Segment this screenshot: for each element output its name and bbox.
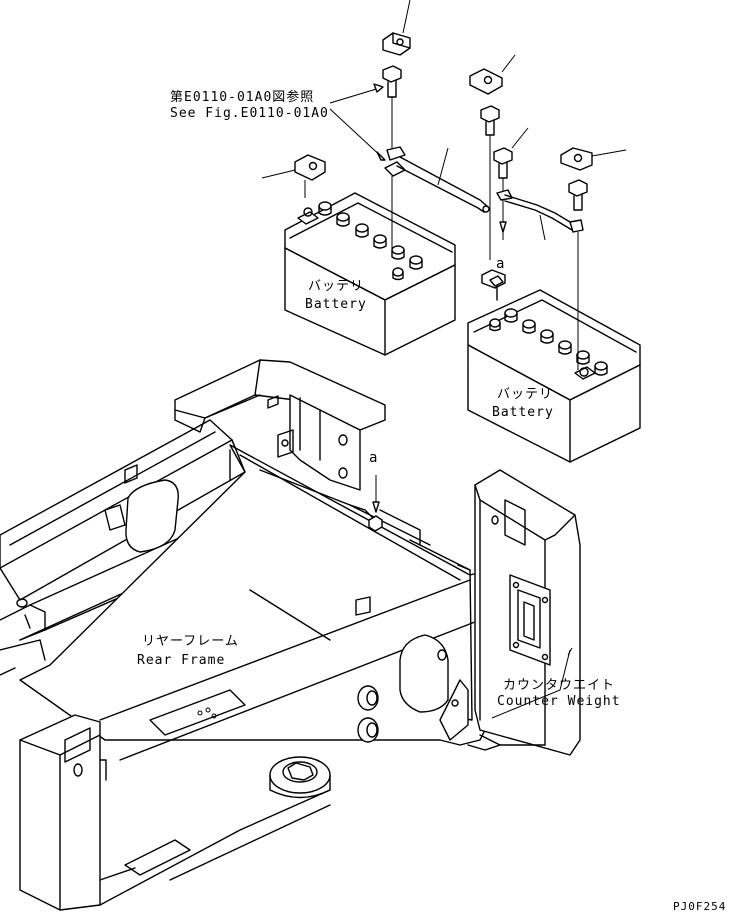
battery-2-label-en: Battery bbox=[492, 405, 554, 420]
reference-label-en: See Fig.E0110-01A0 bbox=[170, 106, 329, 121]
reference-label-jp: 第E0110-01A0図参照 bbox=[170, 89, 314, 105]
labels: 第E0110-01A0図参照 See Fig.E0110-01A0 バッテリ B… bbox=[137, 89, 726, 913]
drawing-code: PJ0F254 bbox=[673, 900, 726, 913]
callout-a-cable: a bbox=[496, 256, 505, 272]
battery-1-label-en: Battery bbox=[305, 297, 367, 312]
battery-2 bbox=[467, 289, 641, 463]
rear-frame-label-jp: リヤーフレーム bbox=[142, 634, 239, 649]
battery-1-label-jp: バッテリ bbox=[308, 279, 364, 294]
rear-frame-label-en: Rear Frame bbox=[137, 653, 225, 668]
rear-frame bbox=[0, 359, 496, 911]
battery-2-label-jp: バッテリ bbox=[497, 387, 553, 402]
cables-and-hardware bbox=[261, 0, 627, 719]
battery-2-caps bbox=[504, 308, 608, 376]
counterweight bbox=[467, 469, 581, 756]
counterweight-label-en: Counter Weight bbox=[497, 694, 621, 709]
callout-a-frame: a bbox=[369, 450, 378, 466]
counterweight-label-jp: カウンタウエイト bbox=[503, 678, 615, 693]
battery-1 bbox=[284, 192, 456, 356]
